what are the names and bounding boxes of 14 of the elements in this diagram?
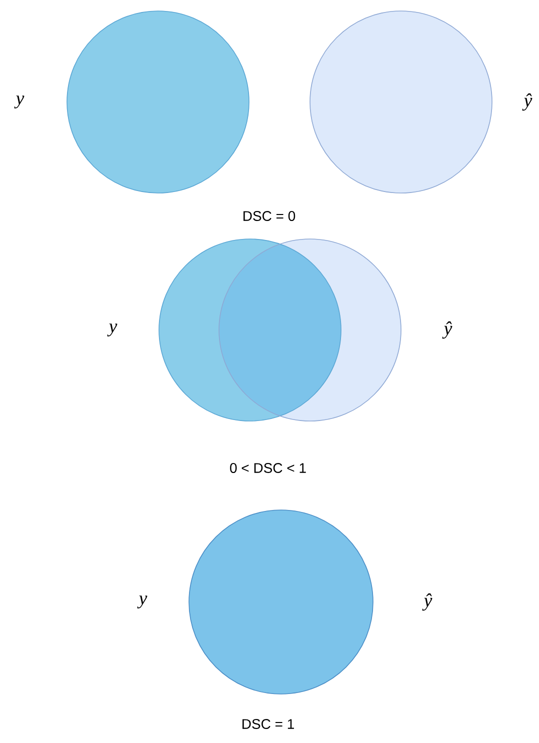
caption: 0 < DSC < 1 [230,463,306,473]
variable-label: ŷ [442,321,452,339]
variable-label: ŷ [522,93,532,111]
circle [188,510,374,694]
caption: DSC = 0 [244,211,296,221]
circle [218,238,402,422]
variable-label: y [137,596,148,608]
caption: DSC = 1 [242,719,294,729]
variable-label: ŷ [422,593,432,611]
circle [310,10,492,194]
circle [158,238,342,422]
circle [66,10,250,194]
variable-label: y [14,96,24,108]
variable-label: y [107,324,118,336]
